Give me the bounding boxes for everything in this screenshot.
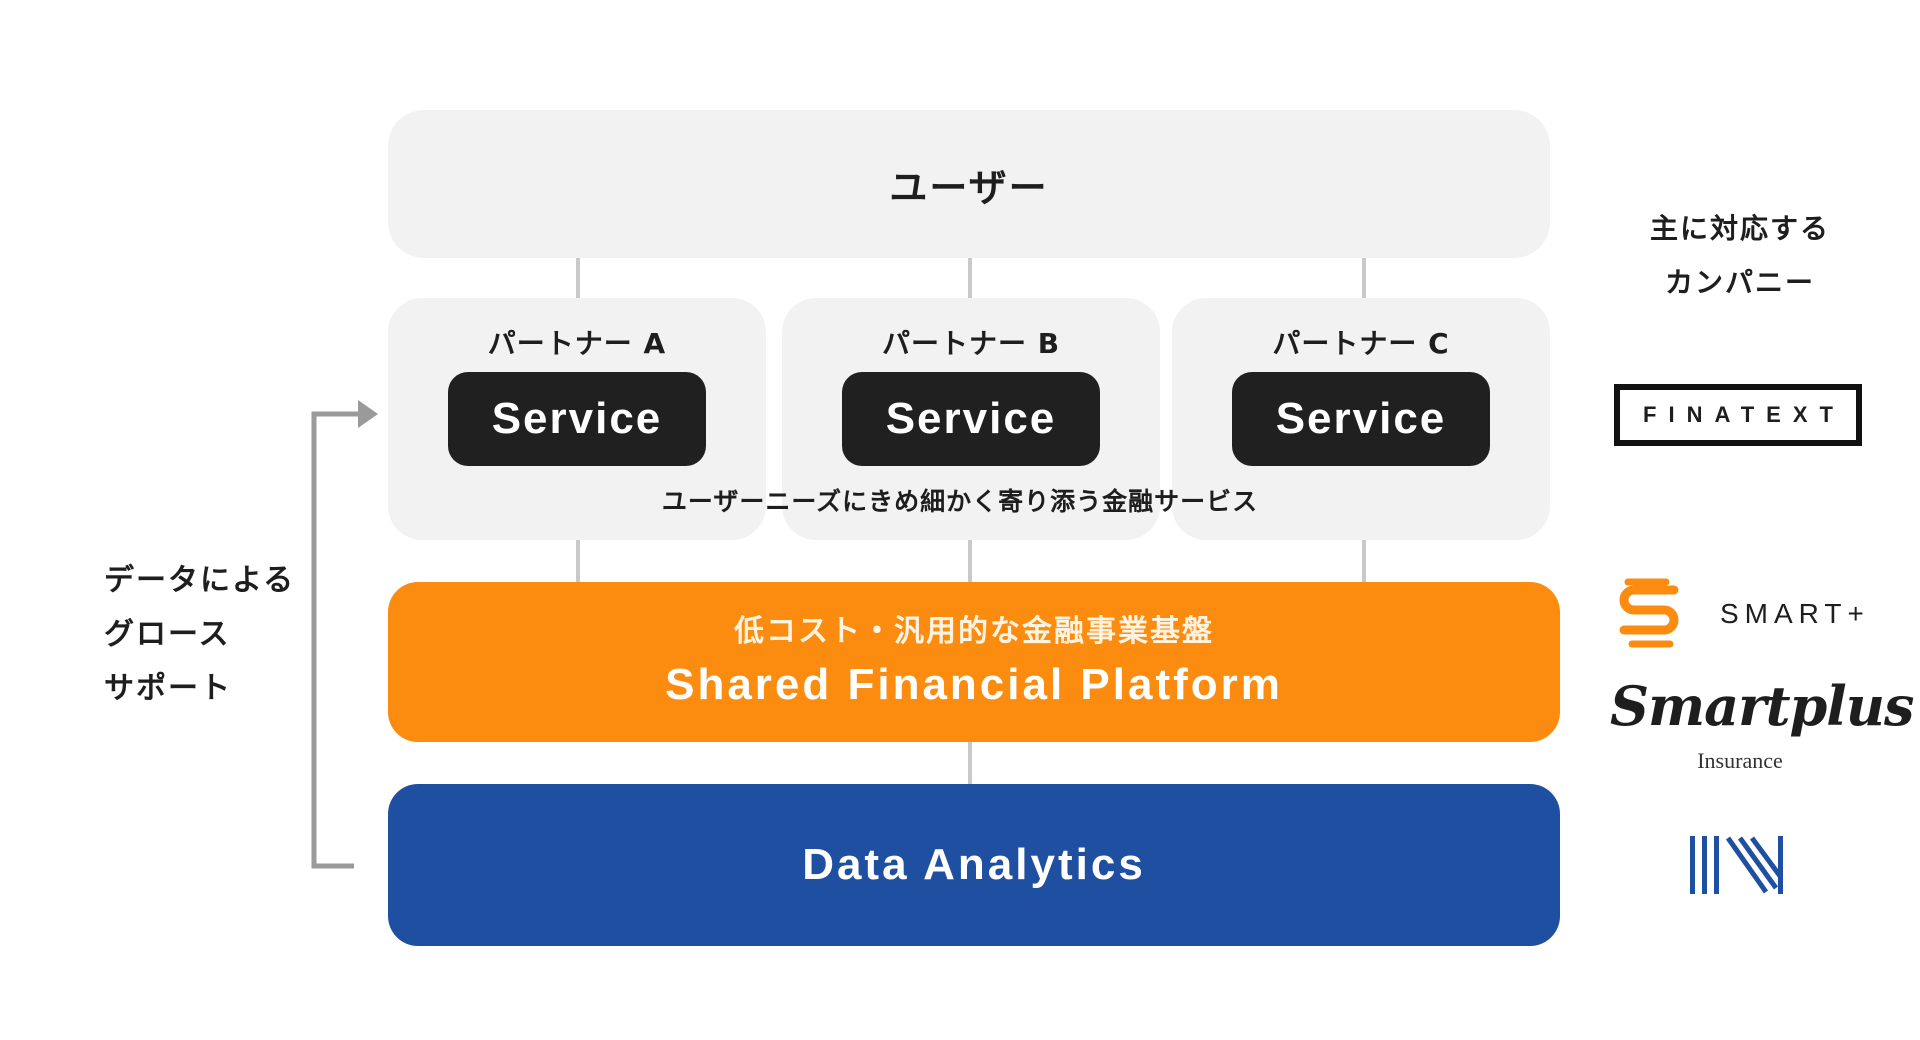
connector-users-partner-a (576, 258, 580, 298)
growth-line: サポート (104, 671, 232, 706)
analytics-label: Data Analytics (802, 840, 1146, 889)
smartplus-insurance-logo: Smartplus (1610, 674, 1914, 738)
connector-partner-b-platform (968, 540, 972, 582)
shared-platform-box: 低コスト・汎用的な金融事業基盤 Shared Financial Platfor… (388, 582, 1560, 742)
partner-caption: ユーザーニーズにきめ細かく寄り添う金融サービス (661, 487, 1259, 516)
platform-label-en: Shared Financial Platform (665, 660, 1283, 709)
service-box-c: Service (1232, 372, 1490, 466)
connector-users-partner-c (1362, 258, 1366, 298)
smartplus-s-icon (1619, 578, 1679, 648)
partner-label-b: パートナー B (881, 327, 1061, 360)
partner-label-a: パートナー A (487, 327, 667, 360)
growth-line: グロース (104, 617, 231, 652)
growth-support-label: データによる グロース サポート (104, 554, 304, 716)
companies-heading: 主に対応する カンパニー (1620, 202, 1860, 310)
growth-line: データによる (104, 563, 296, 598)
nowcast-logo-icon (1690, 836, 1783, 894)
connector-partner-c-platform (1362, 540, 1366, 582)
finatext-wordmark: FINATEXT (1643, 402, 1845, 427)
companies-heading-line: 主に対応する (1649, 212, 1830, 245)
users-label: ユーザー (889, 165, 1049, 210)
smartplus-wordmark: SMART+ (1720, 598, 1870, 629)
connector-platform-analytics (968, 742, 972, 784)
data-analytics-box: Data Analytics (388, 784, 1560, 946)
feedback-arrow-icon (311, 400, 378, 869)
service-box-b: Service (842, 372, 1100, 466)
companies-heading-line: カンパニー (1664, 266, 1815, 299)
platform-label-jp: 低コスト・汎用的な金融事業基盤 (734, 614, 1214, 649)
users-box: ユーザー (388, 110, 1550, 258)
finatext-logo: FINATEXT (1614, 384, 1862, 446)
connector-partner-a-platform (576, 540, 580, 582)
smartplus-insurance-subtitle: Insurance (1697, 748, 1783, 773)
service-box-a: Service (448, 372, 706, 466)
connector-users-partner-b (968, 258, 972, 298)
partner-label-c: パートナー C (1272, 327, 1450, 360)
